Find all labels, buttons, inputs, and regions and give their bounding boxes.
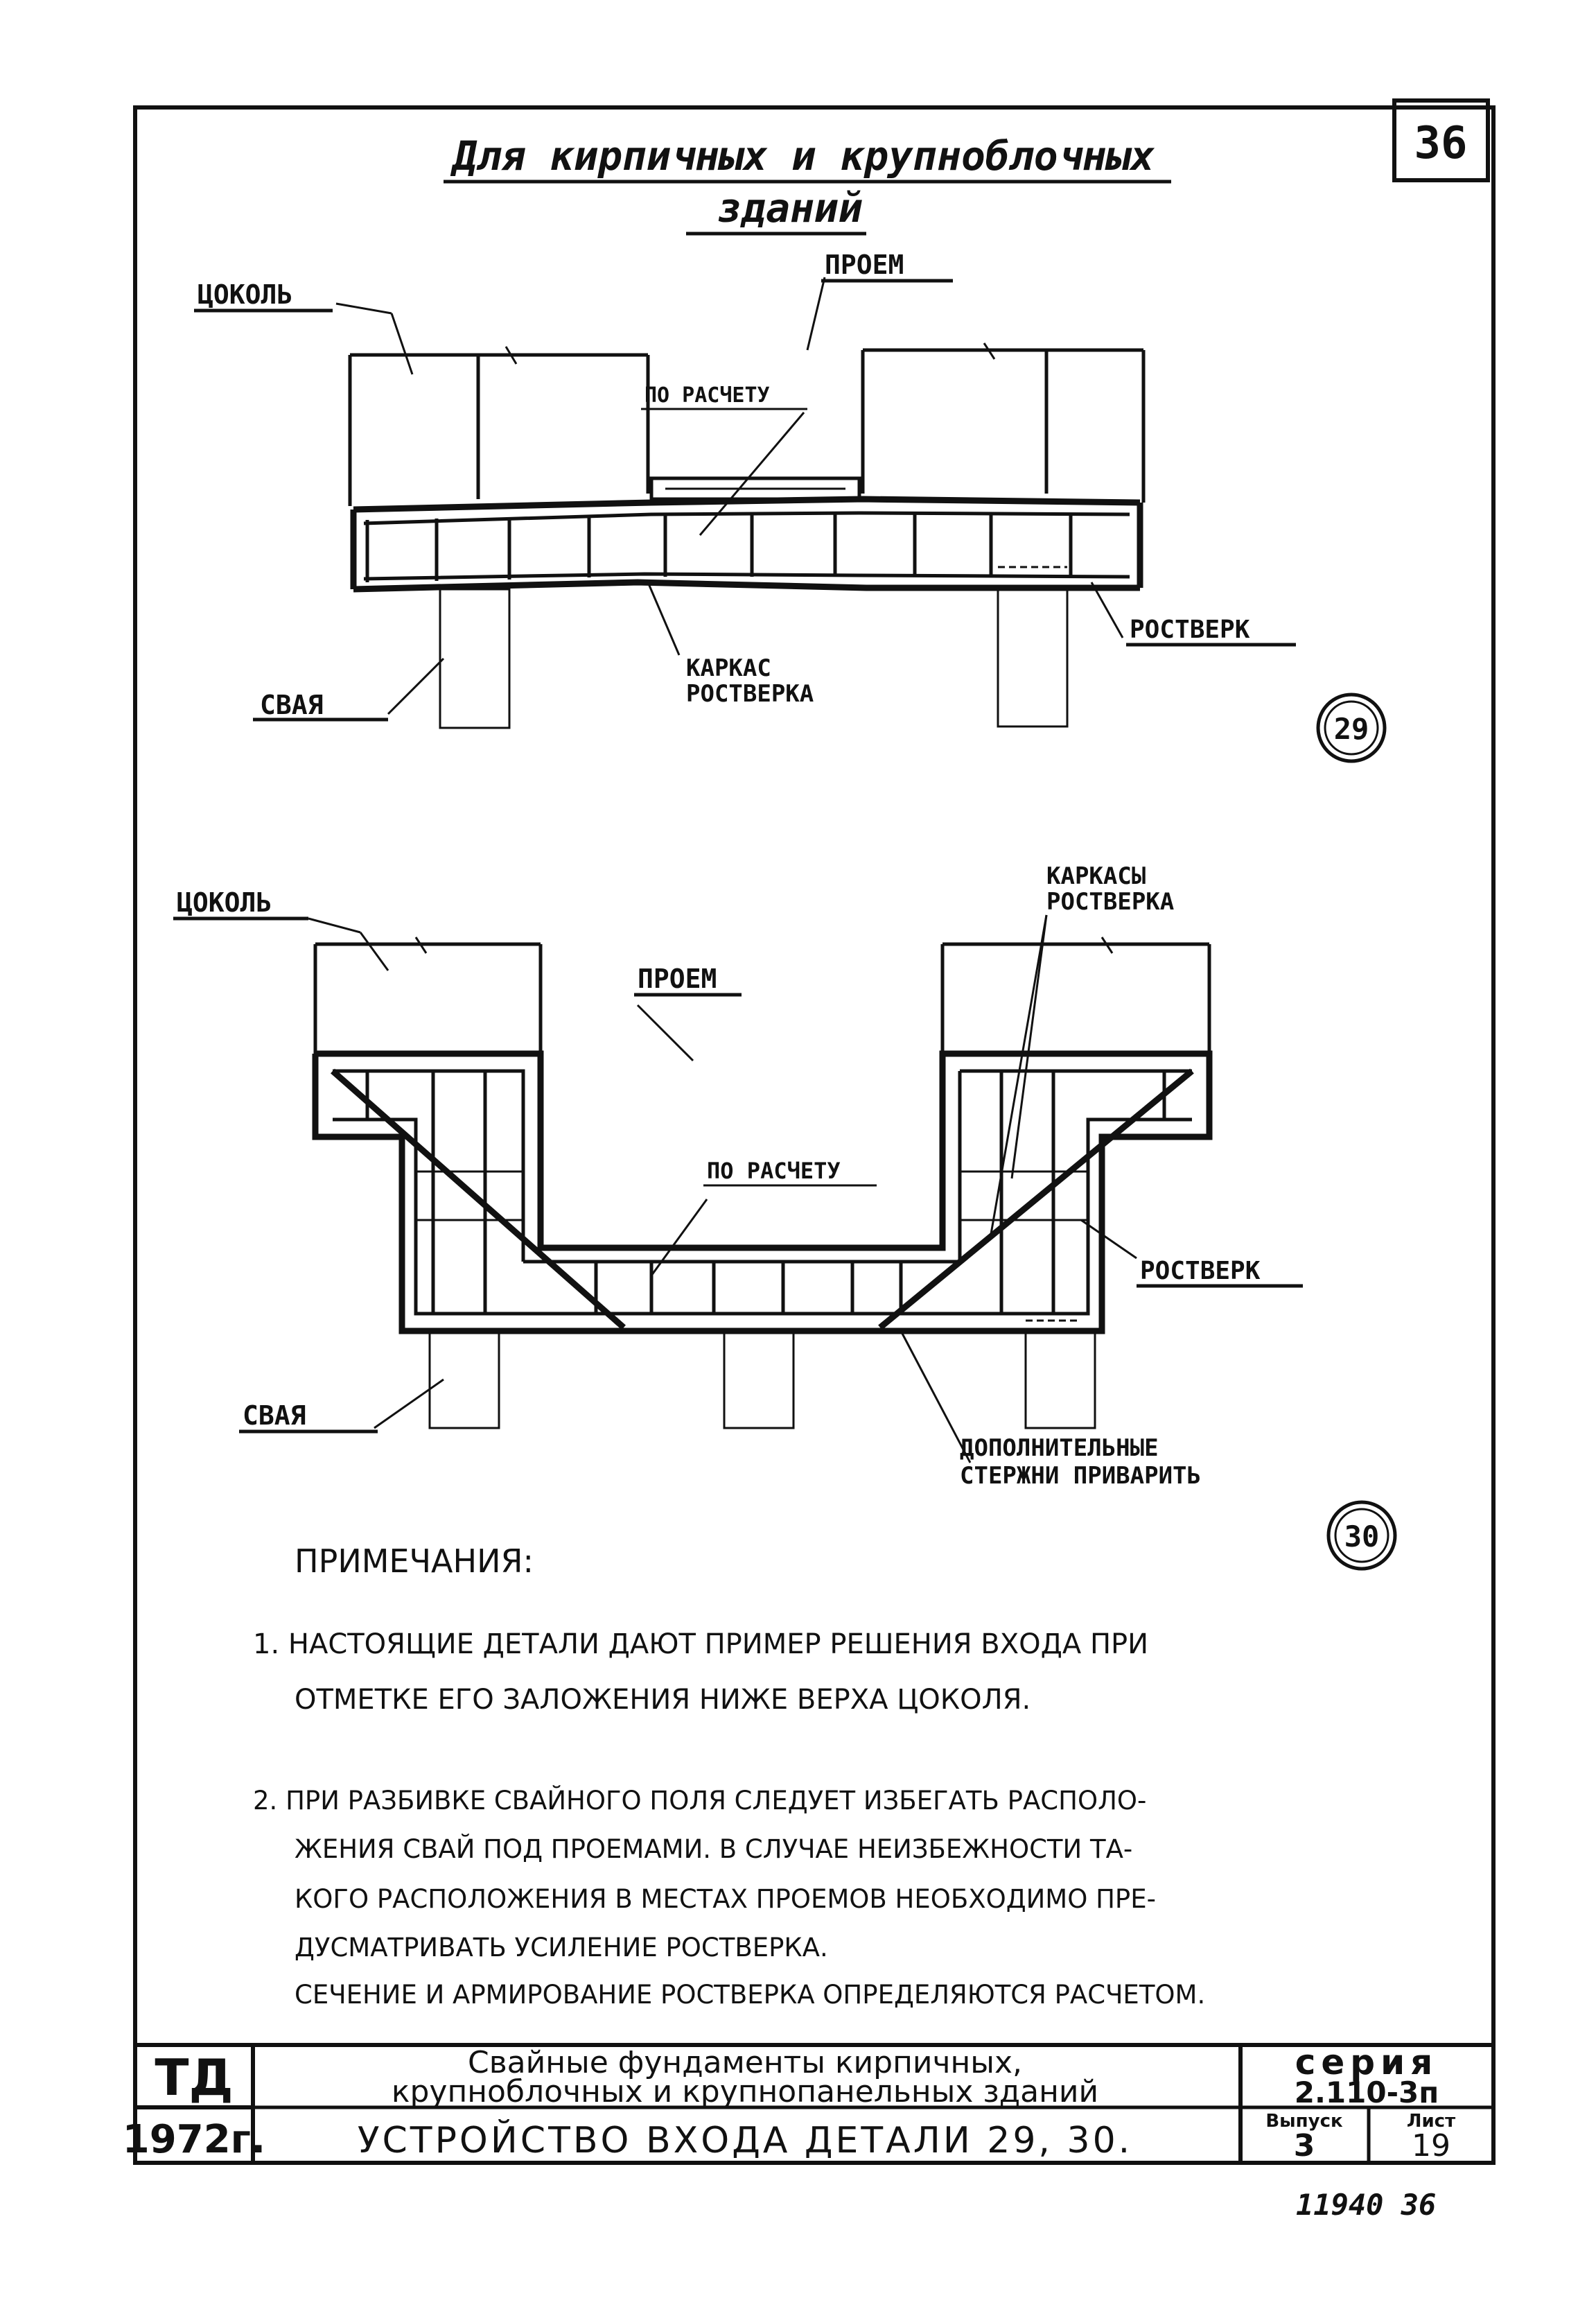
archive-stamp: 11940 36 [1296, 2188, 1436, 2222]
d30-label-proem: ПРОЕМ [638, 964, 717, 994]
d29-label-proem: ПРОЕМ [825, 250, 904, 280]
d30-label-dop-1: ДОПОЛНИТЕЛЬНЫЕ [960, 1434, 1159, 1462]
sheet-heading-line1: Для кирпичных и крупноблочных [450, 132, 1155, 180]
issue-label: Выпуск [1265, 2111, 1343, 2132]
d30-label-dop-2: СТЕРЖНИ ПРИВАРИТЬ [960, 1462, 1201, 1490]
title-block-org: ТД [155, 2048, 233, 2107]
title-block-subtitle: УСТРОЙСТВО ВХОДА ДЕТАЛИ 29, 30. [358, 2119, 1132, 2161]
d30-label-cokol: ЦОКОЛЬ [177, 887, 272, 918]
sheet-label: Лист [1407, 2111, 1455, 2132]
series-label: серия [1295, 2042, 1438, 2082]
series-value: 2.110-3п [1295, 2075, 1439, 2109]
detail-30-number: 30 [1344, 1520, 1380, 1553]
note-1-line-1: 1. НАСТОЯЩИЕ ДЕТАЛИ ДАЮТ ПРИМЕР РЕШЕНИЯ … [253, 1628, 1148, 1660]
note-2-line-3: КОГО РАСПОЛОЖЕНИЯ В МЕСТАХ ПРОЕМОВ НЕОБХ… [295, 1884, 1156, 1914]
d30-label-karkasy-2: РОСТВЕРКА [1046, 888, 1174, 916]
d30-label-karkasy-1: КАРКАСЫ [1046, 862, 1146, 890]
issue-value: 3 [1294, 2128, 1315, 2164]
d30-label-rostverk: РОСТВЕРК [1140, 1257, 1261, 1285]
note-2-line-4: ДУСМАТРИВАТЬ УСИЛЕНИЕ РОСТВЕРКА. [295, 1933, 828, 1962]
d29-label-rostverk: РОСТВЕРК [1130, 616, 1250, 644]
title-block-title-line2: крупноблочных и крупнопанельных зданий [392, 2074, 1098, 2109]
corner-sheet-number: 36 [1414, 118, 1467, 169]
d29-label-karkas-1: КАРКАС [686, 654, 771, 682]
d29-label-svaya: СВАЯ [260, 690, 324, 720]
sheet-value: 19 [1412, 2128, 1450, 2164]
note-1-line-2: ОТМЕТКЕ ЕГО ЗАЛОЖЕНИЯ НИЖЕ ВЕРХА ЦОКОЛЯ. [295, 1684, 1031, 1716]
notes-title: ПРИМЕЧАНИЯ: [295, 1542, 534, 1580]
detail-30-marker [1326, 1500, 1397, 1571]
detail-29-drawing [335, 277, 1146, 729]
sheet-heading-line2: зданий [717, 184, 863, 232]
d30-label-svaya: СВАЯ [243, 1400, 306, 1431]
d29-label-karkas-2: РОСТВЕРКА [686, 680, 814, 708]
detail-29-marker [1316, 693, 1387, 763]
note-2-line-2: ЖЕНИЯ СВАЙ ПОД ПРОЕМАМИ. В СЛУЧАЕ НЕИЗБЕ… [295, 1834, 1132, 1864]
d30-label-po-raschetu: ПО РАСЧЕТУ [707, 1158, 841, 1184]
d29-label-po-raschetu: ПО РАСЧЕТУ [644, 383, 770, 408]
title-block-title-line1: Свайные фундаменты кирпичных, [468, 2045, 1022, 2080]
sheet-frame [133, 98, 1496, 2165]
detail-29-number: 29 [1334, 712, 1369, 746]
title-block [135, 2043, 1493, 2163]
d29-label-cokol: ЦОКОЛЬ [198, 279, 292, 310]
title-block-year: 1972г. [123, 2117, 265, 2162]
detail-30-drawing [308, 914, 1213, 1463]
note-2-line-5: СЕЧЕНИЕ И АРМИРОВАНИЕ РОСТВЕРКА ОПРЕДЕЛЯ… [295, 1980, 1205, 2010]
note-2-line-1: 2. ПРИ РАЗБИВКЕ СВАЙНОГО ПОЛЯ СЛЕДУЕТ ИЗ… [253, 1785, 1146, 1816]
